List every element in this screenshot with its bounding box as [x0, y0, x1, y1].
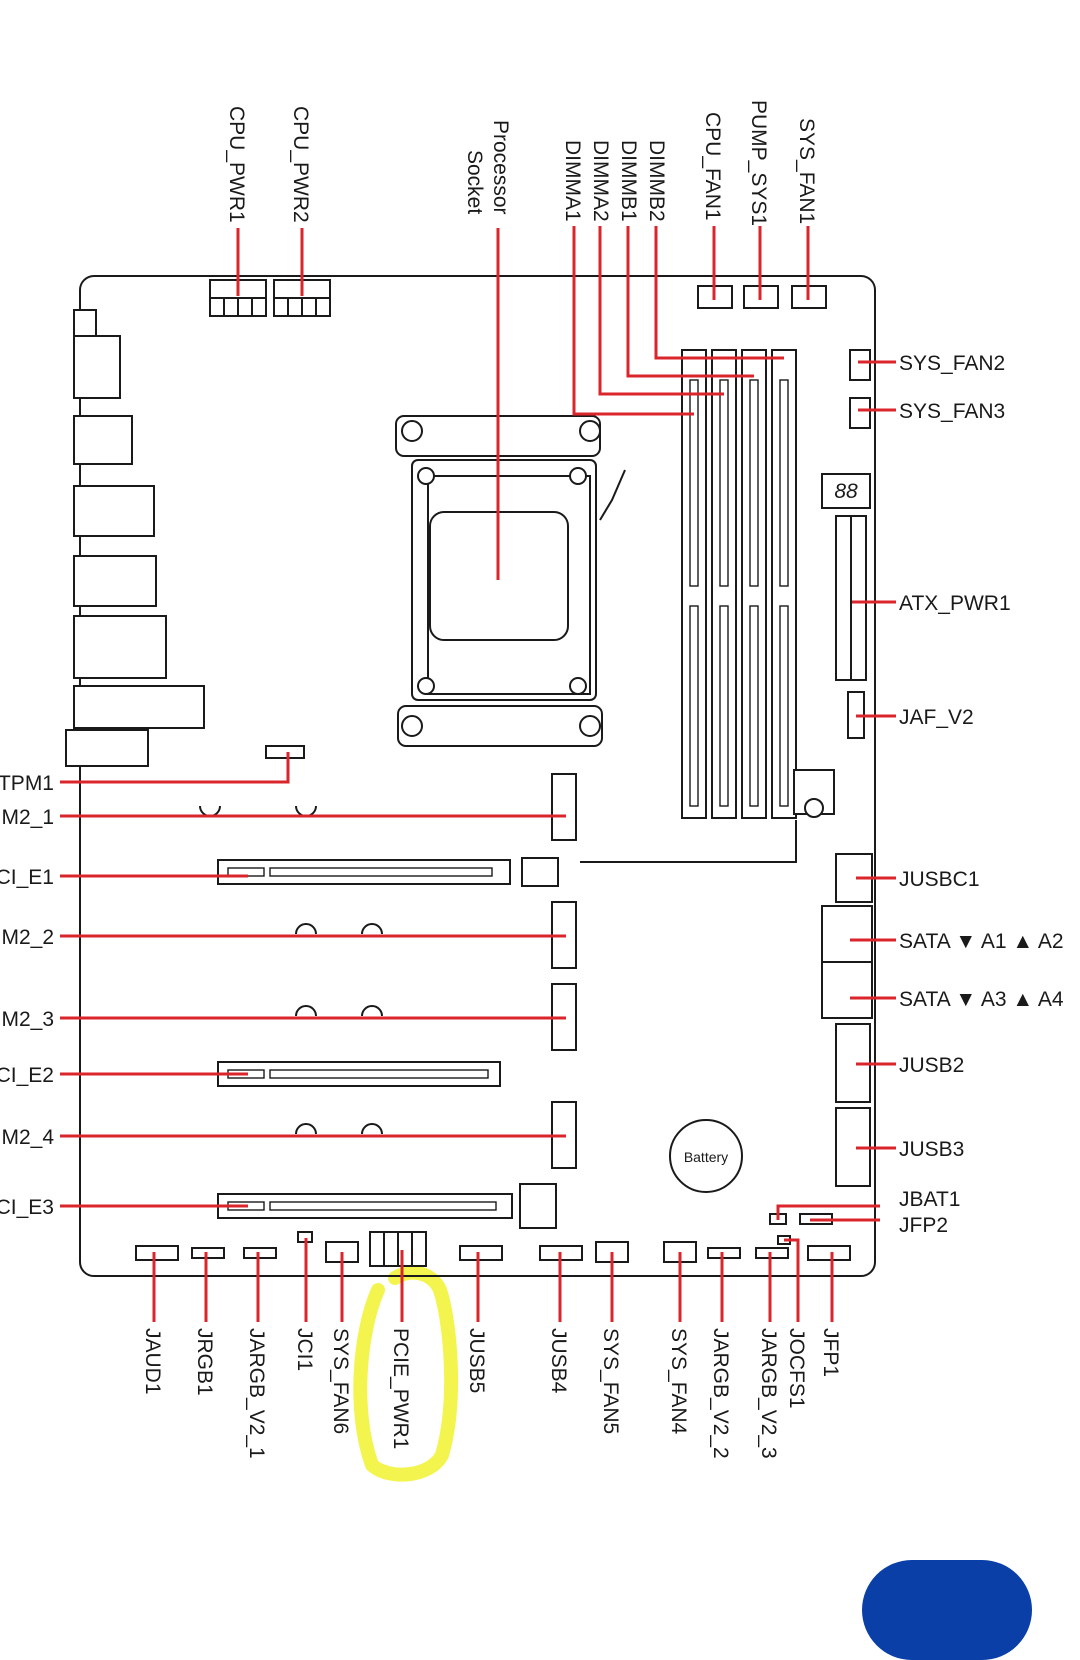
dimm-slots [681, 349, 797, 819]
label-sys-fan2: SYS_FAN2 [899, 352, 1005, 375]
pci-e1-slot [217, 857, 559, 887]
pci-e2-slot [217, 1061, 501, 1087]
label-jfp2: JFP2 [899, 1214, 948, 1237]
label-pci-e3: CI_E3 [0, 1196, 54, 1219]
sys-fan2-header [849, 349, 871, 381]
debug-led-text: 88 [834, 480, 858, 503]
bottom-labels: JAUD1 JRGB1 JARGB_V2_1 JCI1 SYS_FAN6 PCI… [141, 1328, 842, 1459]
label-jaf-v2: JAF_V2 [899, 706, 974, 729]
label-pci-e2: CI_E2 [0, 1064, 54, 1087]
label-jargb-v2-1: JARGB_V2_1 [245, 1328, 268, 1459]
label-processor: Processor [489, 120, 512, 215]
battery-label: Battery [684, 1149, 728, 1165]
label-pci-e1: CI_E1 [0, 866, 54, 889]
rear-io-ports [65, 309, 205, 767]
label-dimma2: DIMMA2 [589, 140, 612, 222]
label-socket: Socket [463, 150, 486, 214]
motherboard-layout-diagram: 88 Battery [0, 100, 1064, 1482]
sata-a1-a2-connector [821, 905, 873, 963]
m2-1-slot [551, 773, 577, 841]
label-cpu-pwr1: CPU_PWR1 [225, 106, 248, 223]
label-tpm1: TPM1 [0, 772, 54, 795]
label-sata-a1-a2: SATA ▼ A1 ▲ A2 [899, 930, 1064, 953]
label-m2-3: M2_3 [1, 1008, 54, 1031]
label-m2-1: M2_1 [1, 806, 54, 829]
processor-socket [395, 415, 626, 747]
label-jaud1: JAUD1 [141, 1328, 164, 1395]
label-sata-a3-a4: SATA ▼ A3 ▲ A4 [899, 988, 1064, 1011]
label-dimma1: DIMMA1 [561, 140, 584, 222]
label-pcie-pwr1: PCIE_PWR1 [389, 1328, 412, 1449]
label-atx-pwr1: ATX_PWR1 [899, 592, 1011, 615]
label-m2-2: M2_2 [1, 926, 54, 949]
leader-lines [60, 226, 896, 1322]
label-jrgb1: JRGB1 [193, 1328, 216, 1396]
label-jusbc1: JUSBC1 [899, 868, 980, 891]
label-jusb5: JUSB5 [465, 1328, 488, 1393]
label-dimmb1: DIMMB1 [617, 140, 640, 222]
label-jusb3: JUSB3 [899, 1138, 964, 1161]
atx-pwr1-connector [835, 515, 867, 681]
sys-fan3-header [849, 397, 871, 429]
label-jfp1: JFP1 [819, 1328, 842, 1377]
label-dimmb2: DIMMB2 [645, 140, 668, 222]
usb-c-and-pcie-latch [580, 769, 835, 863]
label-sys-fan5: SYS_FAN5 [599, 1328, 622, 1434]
label-jci1: JCI1 [293, 1328, 316, 1371]
label-cpu-pwr2: CPU_PWR2 [289, 106, 312, 223]
label-jusb4: JUSB4 [547, 1328, 570, 1394]
label-sys-fan6: SYS_FAN6 [329, 1328, 352, 1434]
battery [669, 1119, 743, 1193]
sata-a3-a4-connector [821, 961, 873, 1019]
label-jbat1: JBAT1 [899, 1188, 960, 1211]
left-labels: TPM1 M2_1 CI_E1 M2_2 M2_3 CI_E2 M2_4 CI_… [0, 772, 54, 1219]
tpm1-header [265, 745, 305, 759]
right-labels: SYS_FAN2 SYS_FAN3 ATX_PWR1 JAF_V2 JUSBC1… [899, 352, 1064, 1237]
label-jargb-v2-3: JARGB_V2_3 [757, 1328, 780, 1459]
label-pump-sys1: PUMP_SYS1 [747, 100, 770, 226]
label-sys-fan3: SYS_FAN3 [899, 400, 1005, 423]
bottom-headers [135, 1231, 851, 1267]
label-jusb2: JUSB2 [899, 1054, 964, 1077]
pci-e3-slot [217, 1183, 557, 1229]
label-m2-4: M2_4 [1, 1126, 54, 1149]
label-cpu-fan1: CPU_FAN1 [701, 112, 724, 221]
debug-led-display [821, 473, 871, 509]
top-labels: CPU_PWR1 CPU_PWR2 Processor Socket DIMMA… [225, 100, 818, 226]
highlight-mark [353, 1265, 459, 1482]
label-jocfs1: JOCFS1 [785, 1328, 808, 1409]
label-sys-fan1: SYS_FAN1 [795, 118, 818, 224]
floating-action-button[interactable] [862, 1560, 1032, 1660]
label-sys-fan4: SYS_FAN4 [667, 1328, 690, 1435]
label-jargb-v2-2: JARGB_V2_2 [709, 1328, 732, 1459]
